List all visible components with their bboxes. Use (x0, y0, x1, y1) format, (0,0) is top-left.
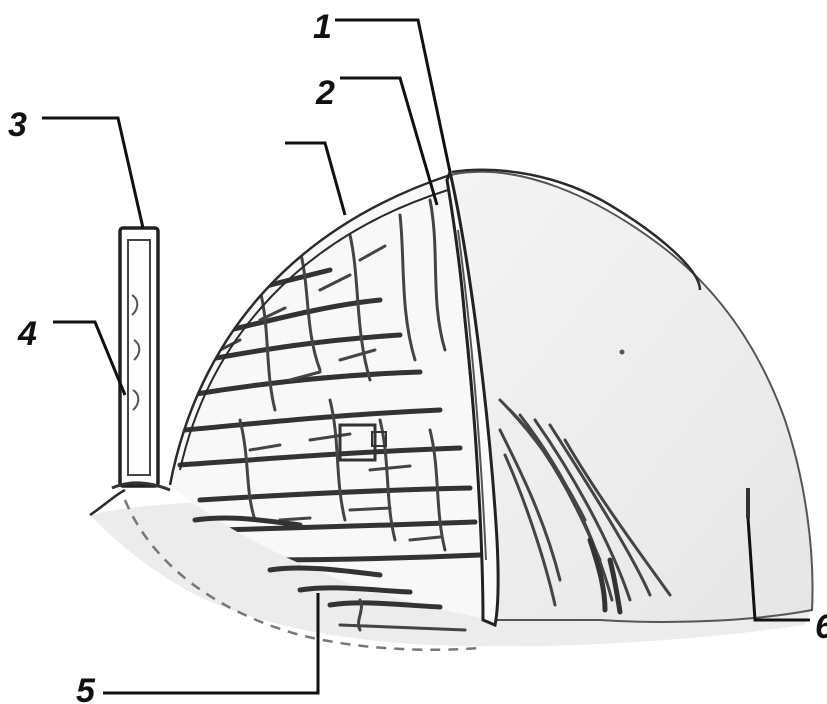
leader-line-4 (53, 322, 125, 395)
callout-6: 6 (815, 608, 827, 646)
callout-3: 3 (8, 106, 27, 144)
outer-dome (450, 170, 813, 622)
callout-1: 1 (313, 8, 332, 46)
callout-4: 4 (17, 315, 37, 353)
marker-stake (112, 228, 170, 490)
leader-line-3 (42, 118, 143, 228)
callout-2: 2 (315, 74, 335, 112)
leader-line-1 (335, 20, 450, 172)
leader-line-unnumbered (285, 143, 345, 215)
callout-5: 5 (76, 672, 96, 704)
